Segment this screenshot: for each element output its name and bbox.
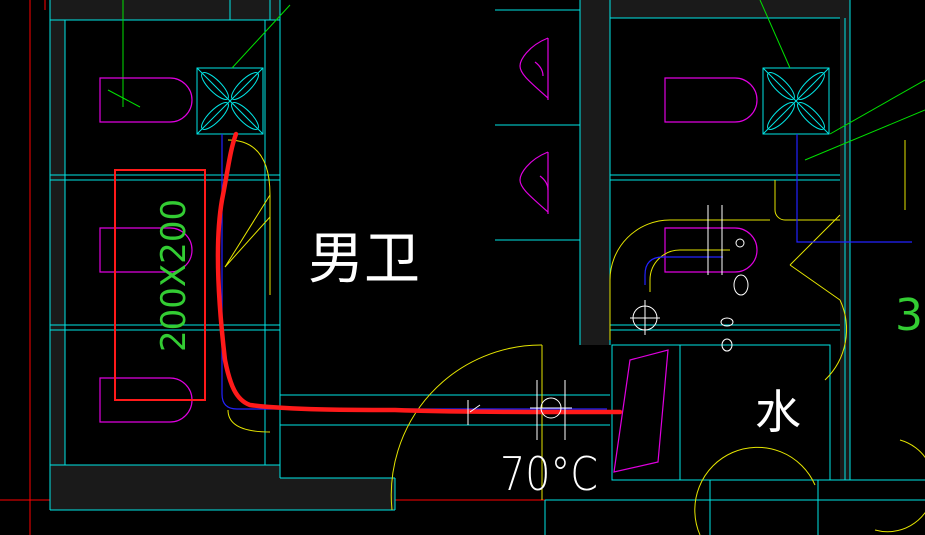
- room-label: 男卫: [308, 227, 420, 292]
- fixtures: [99, 37, 758, 473]
- highlight-box: [114, 169, 206, 401]
- highlight-route: [215, 131, 623, 415]
- damper-temp-label: 70°C: [500, 447, 598, 501]
- exhaust-fan-icon: [762, 67, 830, 135]
- exhaust-fan-icon: [196, 67, 264, 135]
- guide-lines: [107, 0, 925, 161]
- door-swings: [224, 139, 925, 535]
- duct-size-label: 200X200: [154, 199, 194, 352]
- water-label: 水: [755, 385, 801, 439]
- duct-routes: [221, 134, 912, 410]
- walls: [49, 0, 925, 535]
- fire-damper-icon: [467, 205, 749, 440]
- partial-number-label: 30: [895, 290, 925, 341]
